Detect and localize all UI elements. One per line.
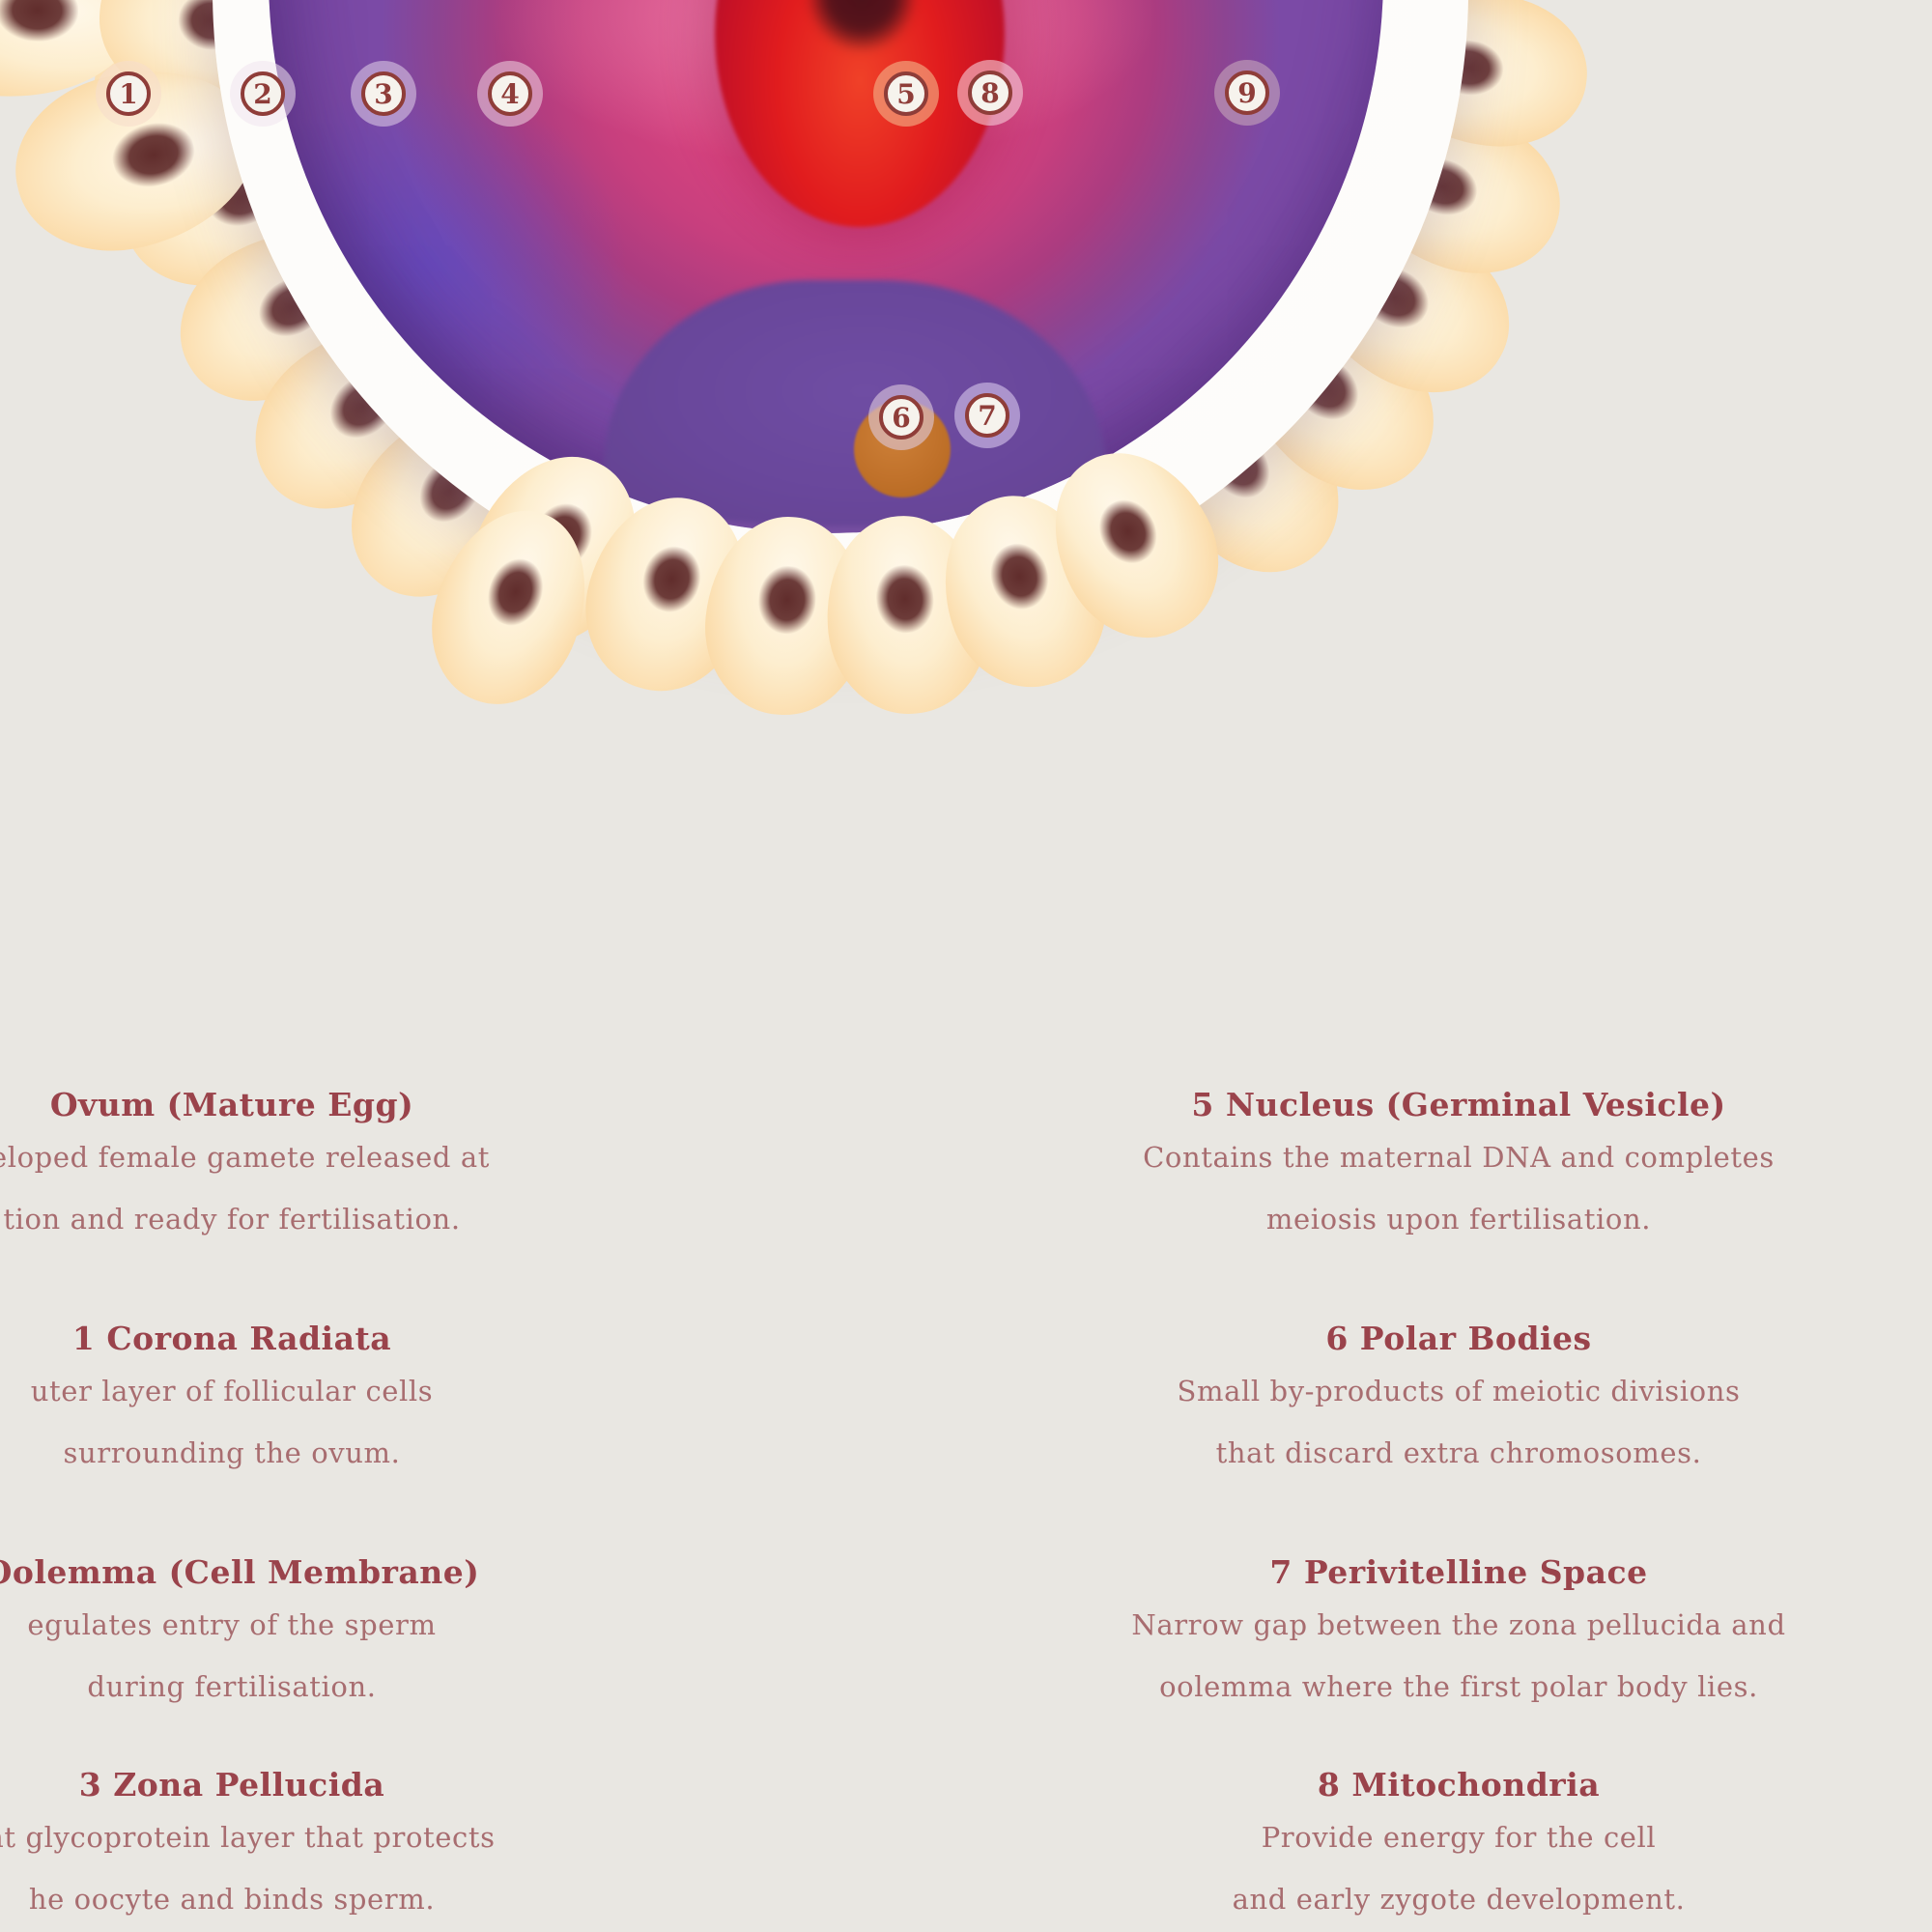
section-line: that discard extra chromosomes. [1215,1436,1702,1469]
legend-section-ovum: Ovum (Mature Egg) veloped female gamete r… [0,1084,908,1250]
section-heading: 7 Perivitelline Space [1269,1553,1648,1591]
marker-number: 6 [879,395,923,440]
marker-number: 4 [488,71,532,116]
marker-number: 1 [106,71,151,116]
marker-number: 9 [1225,71,1269,115]
section-line: egulates entry of the sperm [27,1608,437,1641]
marker-number: 2 [241,71,285,116]
marker-5: 5 [873,61,939,127]
section-line: surrounding the ovum. [63,1436,401,1469]
section-line: oolemma where the first polar body lies. [1159,1670,1758,1703]
marker-7: 7 [954,383,1020,448]
marker-3: 3 [351,61,416,127]
marker-number: 7 [965,393,1009,438]
section-line: and early zygote development. [1232,1883,1686,1916]
nucleolus-dark-spot [809,0,915,50]
follicle-cell-nucleus [982,536,1057,616]
perivitelline-space-pocket [604,280,1106,526]
section-line: ent glycoprotein layer that protects [0,1821,496,1854]
legend-column-right: 5 Nucleus (Germinal Vesicle) Contains the… [782,1084,1932,1932]
follicle-cell-nucleus [106,114,202,195]
legend-section-nucleus: 5 Nucleus (Germinal Vesicle) Contains the… [782,1084,1932,1250]
section-line: meiosis upon fertilisation. [1265,1203,1652,1236]
section-heading: Oolemma (Cell Membrane) [0,1553,480,1591]
section-line: Contains the maternal DNA and completes [1143,1141,1775,1174]
marker-4: 4 [477,61,543,127]
marker-1: 1 [96,61,161,127]
section-line: Narrow gap between the zona pellucida an… [1131,1608,1786,1641]
nucleus-germinal-vesicle [715,0,1005,227]
section-line: Small by-products of meiotic divisions [1177,1375,1741,1407]
section-heading: 8 Mitochondria [1317,1766,1601,1804]
marker-6: 6 [868,384,934,450]
marker-number: 5 [884,71,928,116]
section-line: uter layer of follicular cells [30,1375,434,1407]
follicle-cell-nucleus [754,563,819,636]
legend-column-left: Ovum (Mature Egg) veloped female gamete r… [0,1084,908,1932]
section-heading: 6 Polar Bodies [1325,1320,1592,1357]
legend-section-zona-pellucida: 3 Zona Pellucida ent glycoprotein layer t… [0,1764,908,1930]
section-line: during fertilisation. [87,1670,377,1703]
marker-number: 3 [361,71,406,116]
section-line: tion and ready for fertilisation. [3,1203,461,1236]
marker-8: 8 [957,60,1023,126]
follicle-cell-nucleus [1088,489,1168,574]
section-heading: 3 Zona Pellucida [78,1766,385,1804]
legend-section-oolemma: Oolemma (Cell Membrane) egulates entry of… [0,1551,908,1718]
section-heading: Ovum (Mature Egg) [49,1086,414,1123]
section-line: Provide energy for the cell [1261,1821,1657,1854]
follicle-cell-nucleus [479,551,552,633]
marker-9: 9 [1214,60,1280,126]
marker-2: 2 [230,61,296,127]
section-heading: 5 Nucleus (Germinal Vesicle) [1191,1086,1726,1123]
follicle-cell-nucleus [0,0,80,43]
marker-number: 8 [968,71,1012,115]
section-line: veloped female gamete released at [0,1141,490,1174]
section-heading: 1 Corona Radiata [71,1320,392,1357]
cytoplasm-sphere [269,0,1383,533]
follicle-cell-nucleus [872,561,937,636]
legend-section-corona-radiata: 1 Corona Radiata uter layer of follicular… [0,1318,908,1484]
section-line: he oocyte and binds sperm. [28,1883,436,1916]
follicle-cell-nucleus [635,539,708,619]
